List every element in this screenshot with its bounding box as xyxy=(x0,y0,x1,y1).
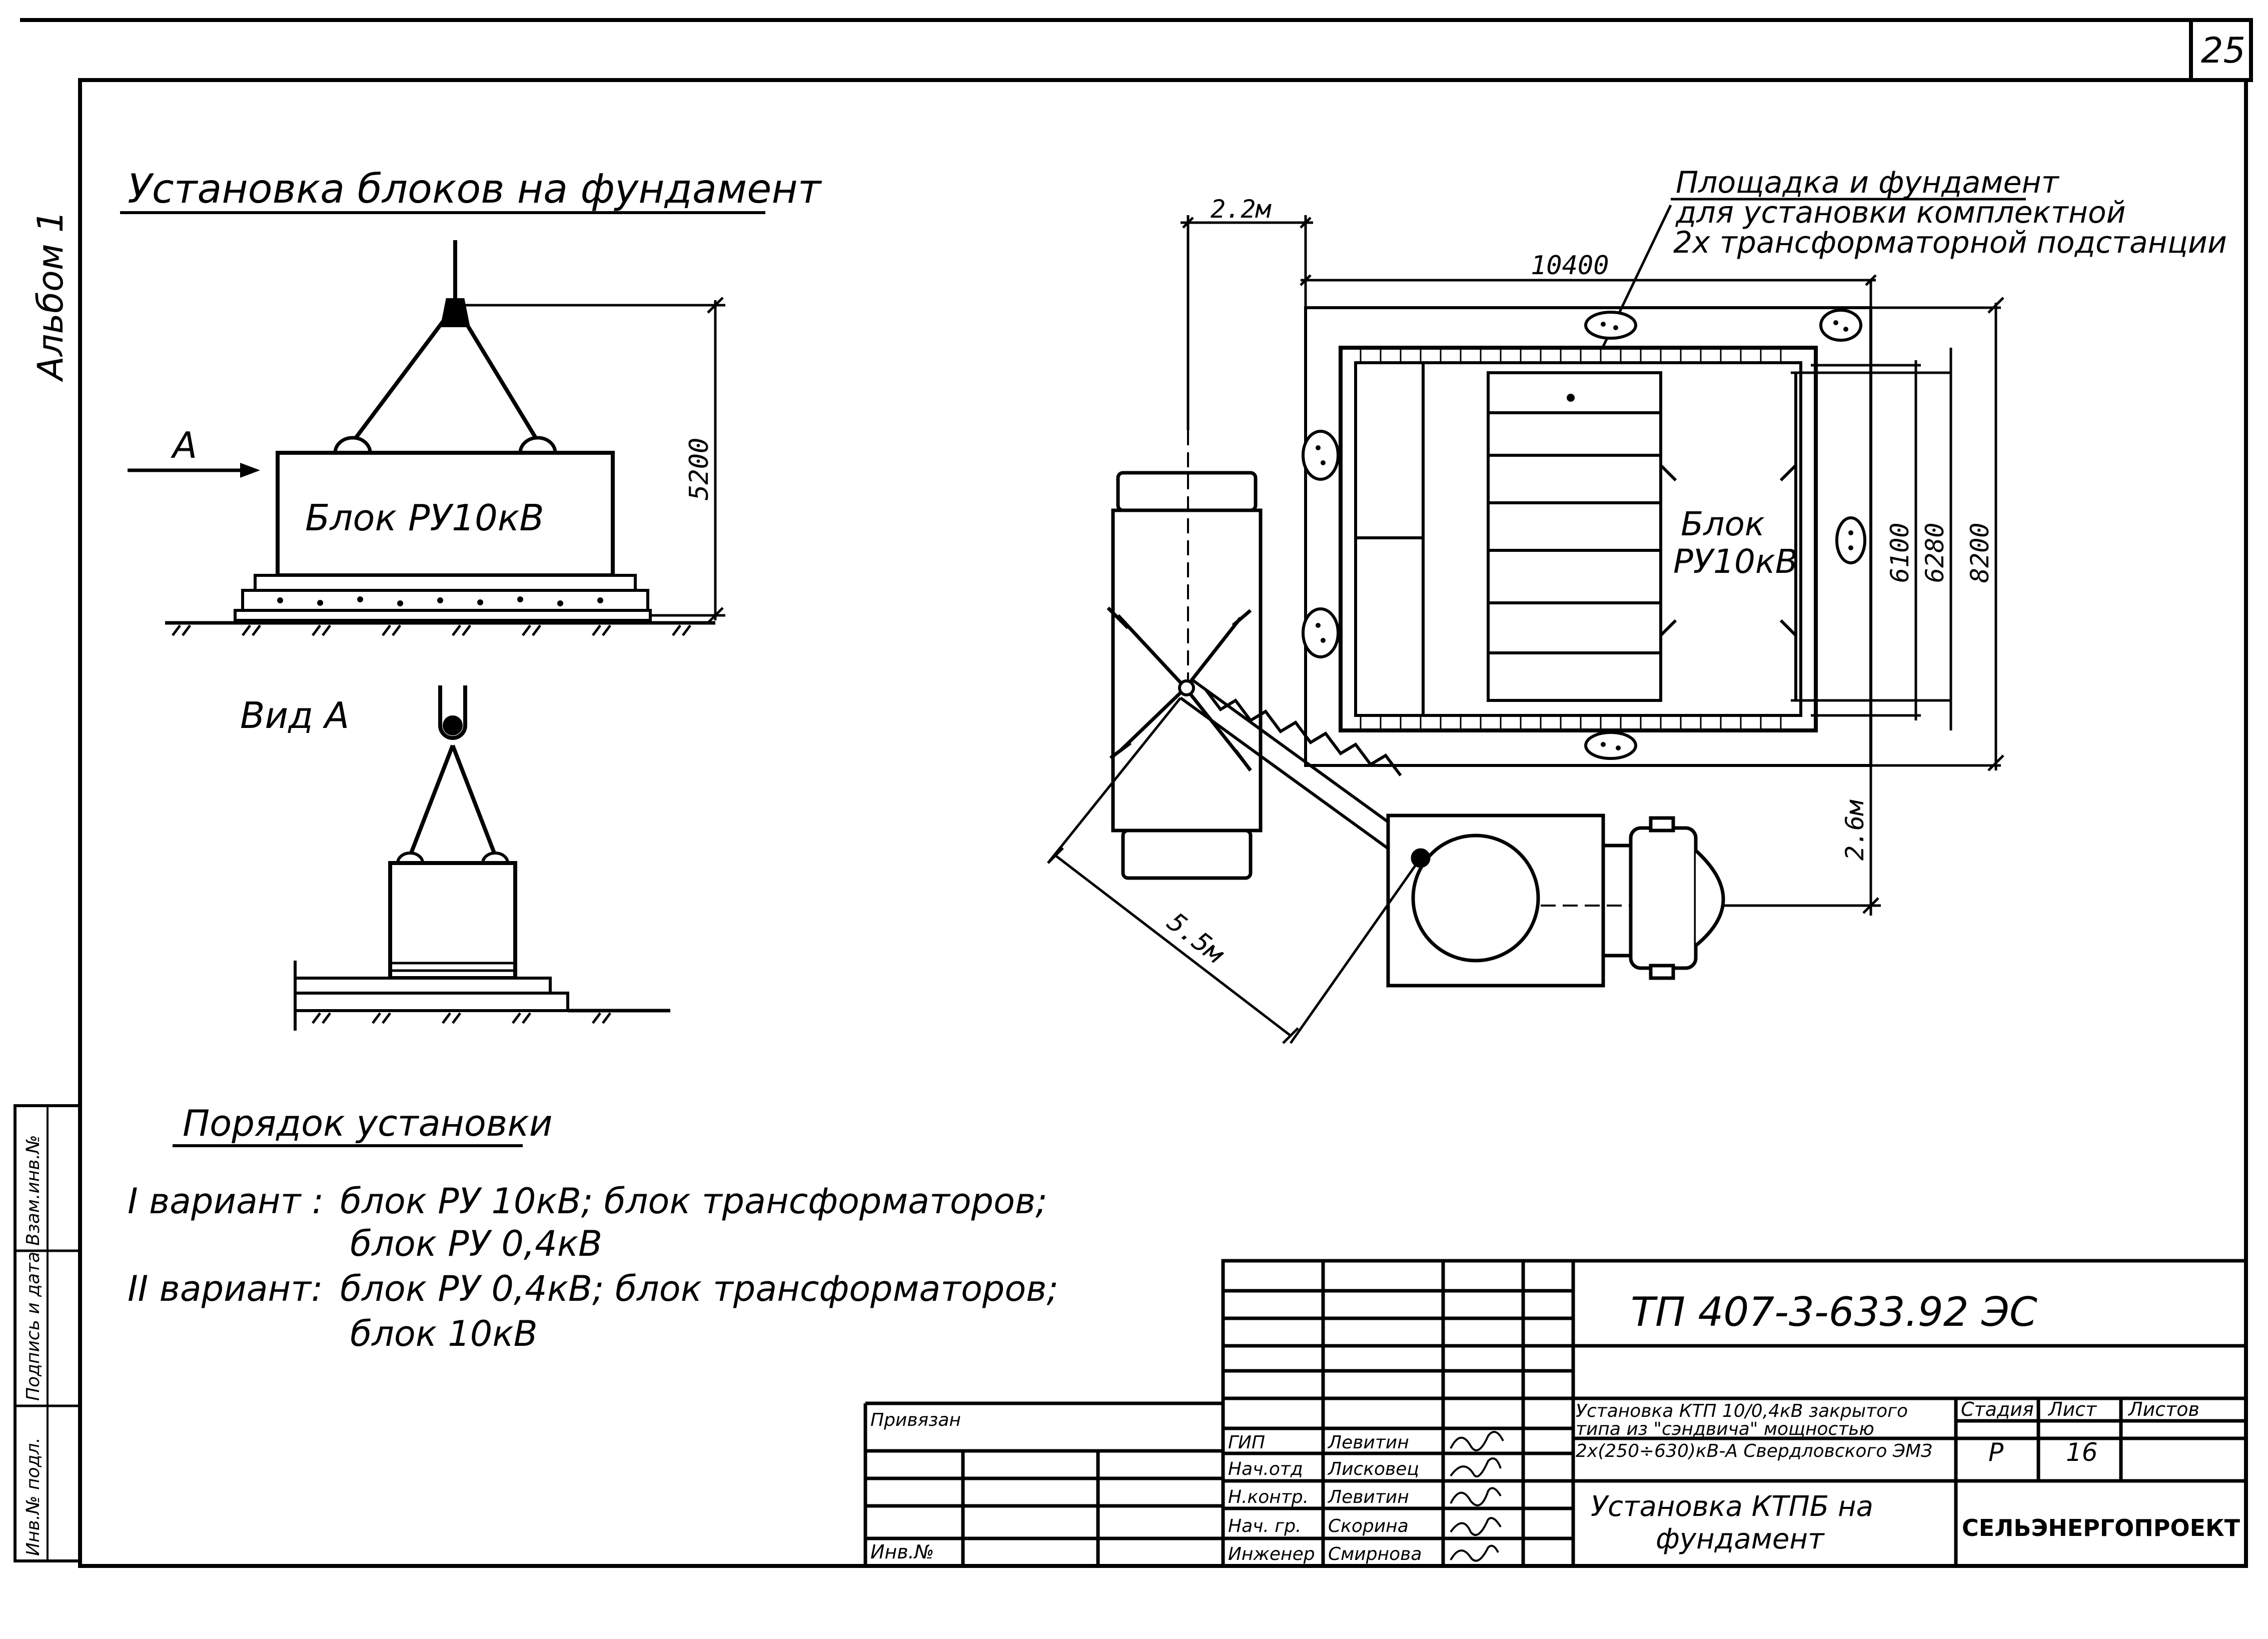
installation-order: Порядок установки I вариант : блок РУ 10… xyxy=(128,1102,1058,1354)
stage-header: Стадия xyxy=(1961,1398,2034,1420)
foundation-dots xyxy=(277,596,603,606)
lifting-lugs xyxy=(333,436,557,455)
album-label: Альбом 1 xyxy=(30,211,71,382)
site-label-line1: Площадка и фундамент xyxy=(1676,165,2060,200)
sheet-value: 16 xyxy=(2066,1438,2098,1467)
sheets-header: Листов xyxy=(2127,1398,2199,1420)
staff-name: Лисковец xyxy=(1327,1459,1419,1479)
staff-name: Скорина xyxy=(1328,1516,1409,1536)
block-ru10kv-label: Блок РУ10кВ xyxy=(305,497,544,539)
inv-label: Инв.№ xyxy=(870,1541,934,1563)
variant1-line2: блок РУ 0,4кВ xyxy=(350,1223,602,1264)
foundation-side xyxy=(234,574,652,622)
variant2-line2: блок 10кВ xyxy=(350,1313,538,1354)
view-a-drawing xyxy=(388,685,517,980)
sheet-header: Лист xyxy=(2047,1398,2097,1420)
support-pad-dots xyxy=(1316,320,1853,750)
bound-label: Привязан xyxy=(870,1410,961,1430)
staff-role: Инженер xyxy=(1228,1544,1315,1564)
dim-length: 10400 xyxy=(1531,251,1609,281)
substation-layout xyxy=(1356,363,1797,715)
site-pad xyxy=(1304,306,1872,767)
left-stamp: Инв.№ подл. Подпись и дата Взам.инв.№ xyxy=(14,1104,82,1562)
plan-view: Площадка и фундамент для установки компл… xyxy=(1047,165,2227,1044)
signatures xyxy=(1450,1431,1504,1562)
site-label-line2: для установки комплектной xyxy=(1675,195,2126,230)
sheet-title-line2: фундамент xyxy=(1656,1523,1825,1555)
foundation-inner xyxy=(1354,361,1802,717)
sheet-frame xyxy=(20,18,2253,1568)
plan-block-label-line2: РУ10кВ xyxy=(1673,542,1798,581)
staff-name: Смирнова xyxy=(1328,1544,1422,1564)
stamp-replacement-inv: Взам.инв.№ xyxy=(23,1135,44,1246)
doc-desc-line1: Установка КТП 10/0,4кВ закрытого xyxy=(1576,1401,1908,1421)
height-dimension xyxy=(455,297,725,624)
dim-width-2: 6280 xyxy=(1920,523,1949,583)
lifting-title: Установка блоков на фундамент xyxy=(128,166,822,212)
order-title: Порядок установки xyxy=(183,1102,553,1144)
staff-role: ГИП xyxy=(1228,1432,1265,1453)
dim-crane-offset: 2.2м xyxy=(1211,195,1272,224)
dim-width-3: 8200 xyxy=(1965,523,1994,583)
dim-width-1: 6100 xyxy=(1885,523,1914,583)
ground-hatch xyxy=(172,624,691,636)
staff-name: Левитин xyxy=(1327,1487,1409,1507)
plan-block-label-line1: Блок xyxy=(1681,505,1765,543)
view-a-arrow-label: А xyxy=(171,424,197,466)
view-a-title: Вид А xyxy=(240,694,349,736)
height-dimension-label: 5200 xyxy=(684,438,714,500)
staff-role: Нач.отд xyxy=(1228,1459,1303,1479)
dim-boom: 5.5м xyxy=(1162,907,1230,970)
variant1-label: I вариант : xyxy=(128,1181,324,1222)
dim-gap: 2.6м xyxy=(1840,799,1869,861)
staff-role: Н.контр. xyxy=(1228,1487,1309,1507)
truck-trailer xyxy=(1111,471,1263,880)
outriggers xyxy=(1106,430,1252,772)
block-ru10kv xyxy=(276,451,615,577)
view-a-arrowhead xyxy=(240,463,260,478)
doc-desc-line2: типа из "сэндвича" мощностью xyxy=(1576,1419,1874,1439)
lifting-section: Установка блоков на фундамент Блок РУ10к… xyxy=(120,166,822,1031)
page-number: 25 xyxy=(2201,30,2245,71)
variant2-label: II вариант: xyxy=(128,1268,323,1309)
variant1-line1: блок РУ 10кВ; блок трансформаторов; xyxy=(340,1181,1047,1222)
crane-boom xyxy=(1180,679,1422,865)
plan-dimensions xyxy=(1181,215,2004,916)
staff-role: Нач. гр. xyxy=(1228,1516,1302,1536)
organization: СЕЛЬЭНЕРГОПРОЕКТ xyxy=(1962,1514,2240,1541)
view-a-foundation xyxy=(294,961,670,1031)
variant2-line1: блок РУ 0,4кВ; блок трансформаторов; xyxy=(340,1268,1058,1309)
stage-value: Р xyxy=(1988,1438,2004,1467)
title-block: ТП 407-3-633.92 ЭС Установка КТП 10/0,4к… xyxy=(863,1259,2248,1568)
doc-code: ТП 407-3-633.92 ЭС xyxy=(1631,1289,2037,1335)
site-label-line3: 2х трансформаторной подстанции xyxy=(1673,225,2227,260)
lifting-slings xyxy=(348,240,542,447)
crane-cab xyxy=(1386,813,1725,988)
sheet-title-line1: Установка КТПБ на xyxy=(1591,1490,1873,1523)
staff-name: Левитин xyxy=(1327,1432,1409,1453)
stamp-inv-no: Инв.№ подл. xyxy=(23,1437,44,1556)
stamp-signature-date: Подпись и дата xyxy=(23,1252,44,1401)
view-a-hatch xyxy=(312,1012,611,1024)
support-pads xyxy=(1302,309,1866,760)
boom-dimension xyxy=(1047,697,1422,1044)
doc-desc-line3: 2х(250÷630)кВ-А Свердловского ЭМЗ xyxy=(1576,1441,1932,1461)
foundation-wall-hatch xyxy=(1360,349,1782,729)
